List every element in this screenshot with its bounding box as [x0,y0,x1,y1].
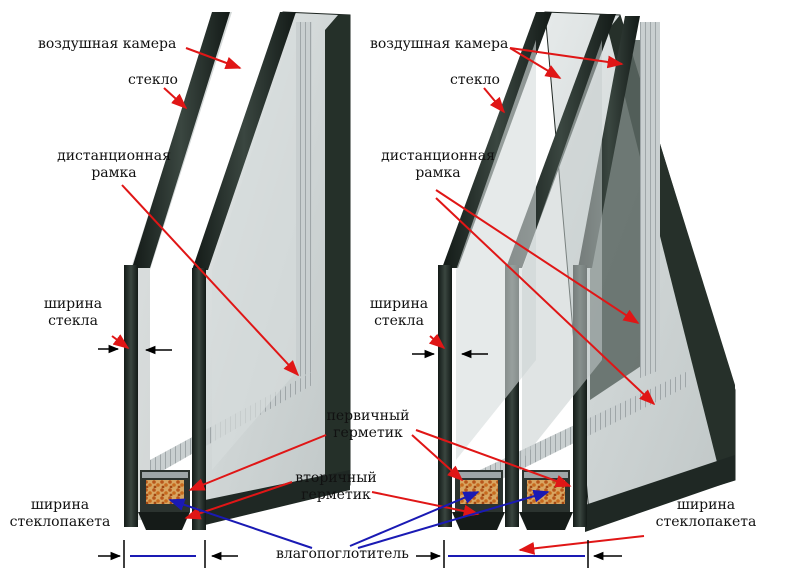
label-unit-width-left: ширина стеклопакета [8,497,112,531]
label-secondary-sealant: вторичный герметик [286,470,386,504]
leader-spacer-l [121,184,300,377]
label-spacer-right-line2: рамка [415,165,461,181]
label-spacer-left-line2: рамка [91,165,137,181]
double-chamber-unit [438,11,736,532]
inner-pane-edge-vertical [192,268,206,530]
label-unit-width-right: ширина стеклопакета [646,497,766,531]
label-primary-sealant-line1: первичный [326,408,410,424]
label-glass-width-right-line2: стекла [374,313,424,329]
spacer-top-lip [142,472,188,478]
label-primary-sealant: первичный герметик [318,408,418,442]
blue-leaders [130,489,585,557]
front-pane-edge-vertical-r [438,265,452,527]
label-glass-right: стекло [450,72,500,88]
front-pane-edge-top [132,12,230,268]
desiccant-fill [146,480,184,504]
leader-spacer-r2 [435,197,656,406]
leader-air-chamber-r2 [509,47,624,69]
red-leaders [111,47,656,555]
spacer-top-lip-r2 [524,472,568,478]
leader-air-chamber-l [185,47,242,70]
label-spacer-right: дистанционная рамка [374,148,502,182]
label-glass-width-left-line1: ширина [43,296,103,312]
secondary-sealant-left [138,512,190,530]
secondary-sealant-r2 [519,512,573,530]
back-pane-bottom-edge-r [585,455,735,532]
single-chamber-unit [124,11,351,530]
label-primary-sealant-line2: герметик [333,425,403,441]
leader-desiccant-r2 [357,489,550,549]
label-glass-width-right-line1: ширина [369,296,429,312]
label-glass-width-left: ширина стекла [38,296,108,330]
label-glass-left: стекло [128,72,178,88]
spacer-top-lip-r1 [457,472,501,478]
leader-desiccant-r1 [349,491,480,547]
leader-glass-r [483,87,506,114]
back-pane-bottom-edge [205,470,350,525]
label-air-chamber-right: воздушная камера [370,36,509,52]
label-desiccant: влагопоглотитель [276,546,409,562]
leader-primary-sealant-r1 [411,434,464,482]
label-unit-width-right-line2: стеклопакета [655,514,757,530]
spacer-frame-strip-r [640,22,660,378]
label-spacer-left-line1: дистанционная [57,148,171,164]
dimension-markers [98,344,622,568]
label-secondary-sealant-line2: герметик [301,487,371,503]
leader-primary-sealant-r2 [415,429,572,488]
inner-pane-edge-top [192,12,296,270]
front-pane-edge-vertical [124,265,138,527]
label-spacer-left: дистанционная рамка [50,148,178,182]
leader-desiccant-l [168,498,313,549]
leader-air-chamber-r1 [509,47,562,79]
leader-glass-width-r [428,333,446,350]
chamber-face-1 [456,40,536,460]
label-unit-width-left-line1: ширина [30,497,90,513]
label-unit-width-left-line2: стеклопакета [9,514,111,530]
label-glass-width-right: ширина стекла [364,296,434,330]
label-spacer-right-line1: дистанционная [381,148,495,164]
leader-glass-l [163,87,188,110]
label-glass-width-left-line2: стекла [48,313,98,329]
desiccant-fill-r1 [460,480,498,504]
interior-face [212,22,296,470]
spacer-frame-strip [296,22,312,378]
leader-glass-width-l [111,334,130,349]
secondary-sealant-r1 [452,512,505,530]
label-unit-width-right-line1: ширина [676,497,736,513]
chamber-face-2 [522,40,602,460]
label-secondary-sealant-line1: вторичный [295,470,377,486]
leader-secondary-sealant-r [371,491,480,518]
leader-spacer-r1 [435,189,640,324]
back-pane-edge [325,15,350,492]
label-air-chamber-left: воздушная камера [38,36,177,52]
leader-primary-sealant-l [188,434,327,491]
leader-unit-width-r [518,535,645,555]
